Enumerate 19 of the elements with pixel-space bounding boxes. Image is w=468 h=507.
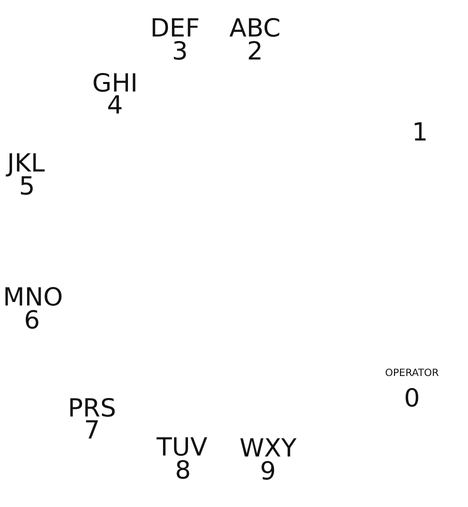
dial-letters: MNO — [3, 284, 63, 310]
dial-letters: ABC — [229, 16, 281, 40]
dial-letters: TUV — [156, 434, 208, 460]
dial-letters: WXY — [239, 436, 297, 460]
dial-letters: JKL — [7, 150, 45, 176]
dial-number: 6 — [24, 308, 40, 332]
dial-number: 9 — [260, 458, 276, 484]
dial-number: 1 — [412, 120, 428, 144]
dial-number: 8 — [175, 458, 191, 482]
dial-number: 3 — [172, 38, 188, 64]
operator-label: OPERATOR — [385, 369, 439, 379]
dial-letters: DEF — [150, 16, 200, 40]
dial-number: 5 — [19, 174, 35, 198]
dial-number: 4 — [107, 92, 123, 118]
dial-letters: GHI — [92, 70, 138, 96]
dial-number: 2 — [247, 38, 263, 64]
dial-number: 7 — [84, 418, 100, 442]
dial-number: 0 — [404, 386, 420, 410]
dial-letters: PRS — [68, 396, 116, 420]
